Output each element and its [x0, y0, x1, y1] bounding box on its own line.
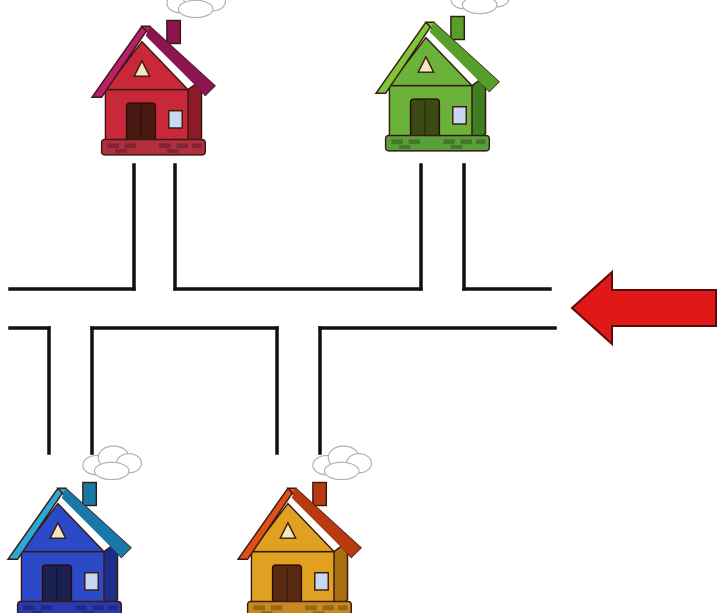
house-icon [374, 0, 510, 152]
road-network [8, 163, 557, 455]
chimney-smoke [450, 0, 510, 15]
direction-arrow-icon [570, 269, 717, 347]
house-icon [6, 445, 143, 613]
chimney-smoke [312, 445, 373, 481]
house-green [374, 0, 510, 152]
chimney-smoke [82, 445, 143, 481]
house-orange [236, 445, 373, 613]
house-magenta [90, 0, 227, 156]
chimney-smoke [166, 0, 227, 19]
house-icon [236, 445, 373, 613]
house-blue [6, 445, 143, 613]
house-icon [90, 0, 227, 156]
